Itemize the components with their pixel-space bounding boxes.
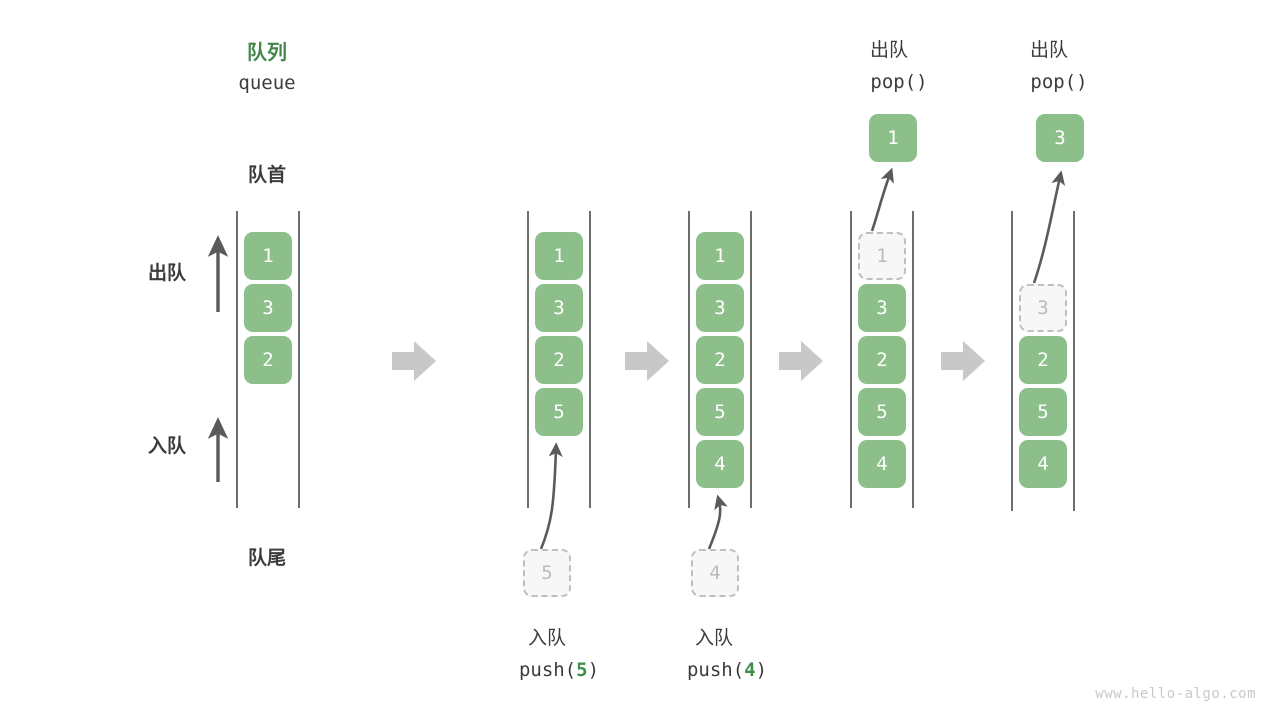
push-fn-close-2: ) [755, 659, 768, 681]
popped-cell-col4: 1 [869, 114, 917, 162]
cell-col4-1: 3 [858, 284, 906, 332]
rails-col-5 [1011, 211, 1075, 511]
cell-col3-3: 5 [696, 388, 744, 436]
push-fn-close-1: ) [587, 659, 600, 681]
cell-col4-2: 2 [858, 336, 906, 384]
cell-col5-2: 2 [1019, 336, 1067, 384]
push-caption-cn-1: 入队 [527, 628, 567, 649]
rails-col-2 [527, 211, 591, 508]
cell-col3-1: 3 [696, 284, 744, 332]
rails-col-3 [688, 211, 752, 508]
queue-head-label: 队首 [247, 165, 287, 186]
push-caption-cn-2: 入队 [694, 628, 734, 649]
stage-arrow-3 [779, 341, 823, 381]
rails-col-1 [236, 211, 300, 508]
pop-title-cn-1: 出队 [869, 40, 909, 61]
cell-col3-2: 2 [696, 336, 744, 384]
cell-col3-4: 4 [696, 440, 744, 488]
popped-cell-col5: 3 [1036, 114, 1084, 162]
pop-title-cn-2: 出队 [1029, 40, 1069, 61]
cell-col4-4: 4 [858, 440, 906, 488]
pop-arrow-1 [870, 167, 894, 232]
cell-col3-0: 1 [696, 232, 744, 280]
push-arrow-5 [539, 442, 563, 550]
dequeue-label: 出队 [148, 263, 187, 284]
stage-arrow-1 [392, 341, 436, 381]
diagram-title-en: queue [238, 72, 296, 94]
cell-col1-2: 2 [244, 336, 292, 384]
pop-arrow-3 [1032, 170, 1066, 284]
push-caption-code-1: push(5) [519, 659, 599, 681]
cell-col4-0: 1 [858, 232, 906, 280]
push-caption-code-2: push(4) [687, 659, 767, 681]
rails-col-4 [850, 211, 914, 508]
push-fn-name-2: push( [686, 659, 745, 681]
cell-col5-4: 4 [1019, 440, 1067, 488]
stage-arrow-4 [941, 341, 985, 381]
cell-col4-3: 5 [858, 388, 906, 436]
pop-title-code-2: pop() [1030, 71, 1088, 93]
pop-title-code-1: pop() [870, 71, 928, 93]
push-arg-2: 4 [744, 659, 756, 681]
push-fn-name-1: push( [518, 659, 577, 681]
cell-col5-3: 5 [1019, 388, 1067, 436]
cell-col2-1: 3 [535, 284, 583, 332]
queue-tail-label: 队尾 [247, 548, 287, 569]
push-arrow-4 [707, 494, 728, 550]
stage-arrow-2 [625, 341, 669, 381]
cell-col1-1: 3 [244, 284, 292, 332]
cell-col1-0: 1 [244, 232, 292, 280]
cell-col5-1: 3 [1019, 284, 1067, 332]
diagram-title-cn: 队列 [247, 42, 287, 64]
cell-col2-0: 1 [535, 232, 583, 280]
incoming-cell-col3: 4 [691, 549, 739, 597]
push-arg-1: 5 [576, 659, 588, 681]
cell-col2-2: 2 [535, 336, 583, 384]
watermark: www.hello-algo.com [1095, 686, 1256, 702]
enqueue-label: 入队 [148, 436, 187, 457]
cell-col2-3: 5 [535, 388, 583, 436]
incoming-cell-col2: 5 [523, 549, 571, 597]
